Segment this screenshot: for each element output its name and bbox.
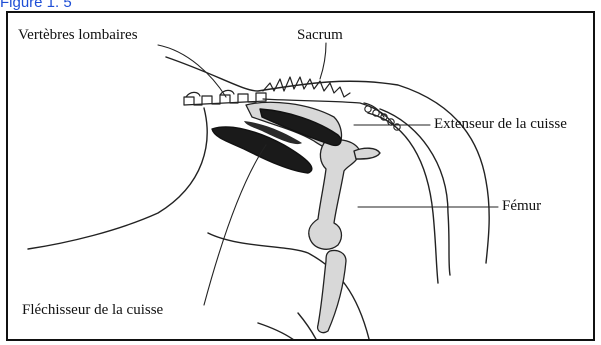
femur-bone	[309, 140, 360, 250]
label-lumbar-vertebrae: Vertèbres lombaires	[18, 27, 138, 43]
belly-contour	[28, 108, 207, 249]
label-flexor: Fléchisseur de la cuisse	[22, 302, 163, 318]
tibia-bone	[318, 250, 346, 332]
flexor-muscle	[212, 127, 312, 173]
anatomy-drawing	[8, 13, 595, 341]
label-extensor: Extenseur de la cuisse	[434, 116, 567, 132]
label-femur: Fémur	[502, 198, 541, 214]
anatomy-diagram: Vertèbres lombaires Sacrum Extenseur de …	[6, 11, 595, 341]
abdomen-lower-contour	[208, 233, 370, 341]
label-sacrum: Sacrum	[297, 27, 343, 43]
